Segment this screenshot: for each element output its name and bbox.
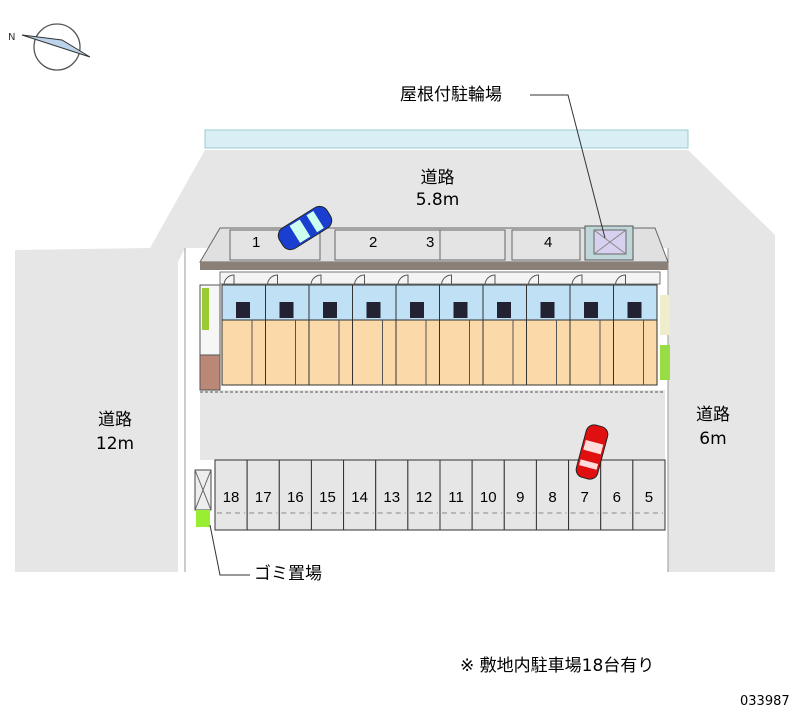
parking-stall-number: 18 [222,489,240,506]
road-top-name: 道路 [420,168,455,188]
parking-stall [214,459,248,531]
road-left-width: 12m [95,434,135,454]
parking-stall-number: 2 [369,234,378,251]
road-left-name: 道路 [98,410,132,430]
apartment-unit [265,274,310,386]
parking-stall-number: 7 [580,489,589,506]
apartment-unit [613,274,658,386]
bike-shed-label: 屋根付駐輪場 [400,85,502,105]
parking-stall-number: 11 [448,489,464,506]
parking-stall [511,229,581,261]
road-right-name: 道路 [696,405,730,425]
parking-stall-number: 5 [644,489,654,506]
parking-stall [632,459,666,531]
parking-stall-number: 13 [383,489,401,506]
parking-stall-number: 1 [252,234,261,251]
svg-text:N: N [8,32,15,43]
parking-stall [600,459,634,531]
apartment-unit [352,274,397,386]
parking-stall-number: 4 [544,234,553,251]
parking-stall-number: 8 [548,489,557,506]
parking-stall [439,459,473,531]
garbage-leader-line [209,524,250,576]
road-right-width: 6m [699,429,727,449]
apartment-unit [482,274,527,386]
apartment-unit [308,274,353,386]
parking-stall [310,459,345,531]
apartment-unit [221,274,266,386]
parking-stall-number: 9 [516,489,525,506]
parking-note: ※ 敷地内駐車場18台有り [460,656,655,676]
parking-stall-number: 17 [254,489,272,506]
property-code: 033987 [740,694,790,709]
parking-stall [439,229,506,261]
parking-stall-number: 6 [612,489,621,506]
parking-stall-number: 12 [415,489,433,506]
parking-stall [343,459,377,531]
parking-stall-number: 3 [426,234,435,251]
apartment-unit [395,274,440,386]
parking-stall-number: 10 [479,489,497,506]
parking-stall-number: 14 [351,489,368,506]
parking-stall [278,459,312,531]
waterway [204,129,689,149]
bike-shed-leader-line [530,94,606,239]
garbage-label: ゴミ置場 [254,564,322,584]
north-compass-icon: N [8,23,91,71]
parking-stall-number: 15 [319,489,336,506]
apartment-unit [526,274,571,386]
apartment-unit [569,274,614,386]
parking-stall-number: 16 [287,489,304,506]
car-blue-icon [277,205,333,251]
road-top-width: 5.8m [415,190,460,210]
car-red-icon [575,424,609,480]
parking-stall [471,459,505,531]
parking-stall [407,459,441,531]
parking-stall [334,229,441,261]
apartment-unit [439,274,484,386]
